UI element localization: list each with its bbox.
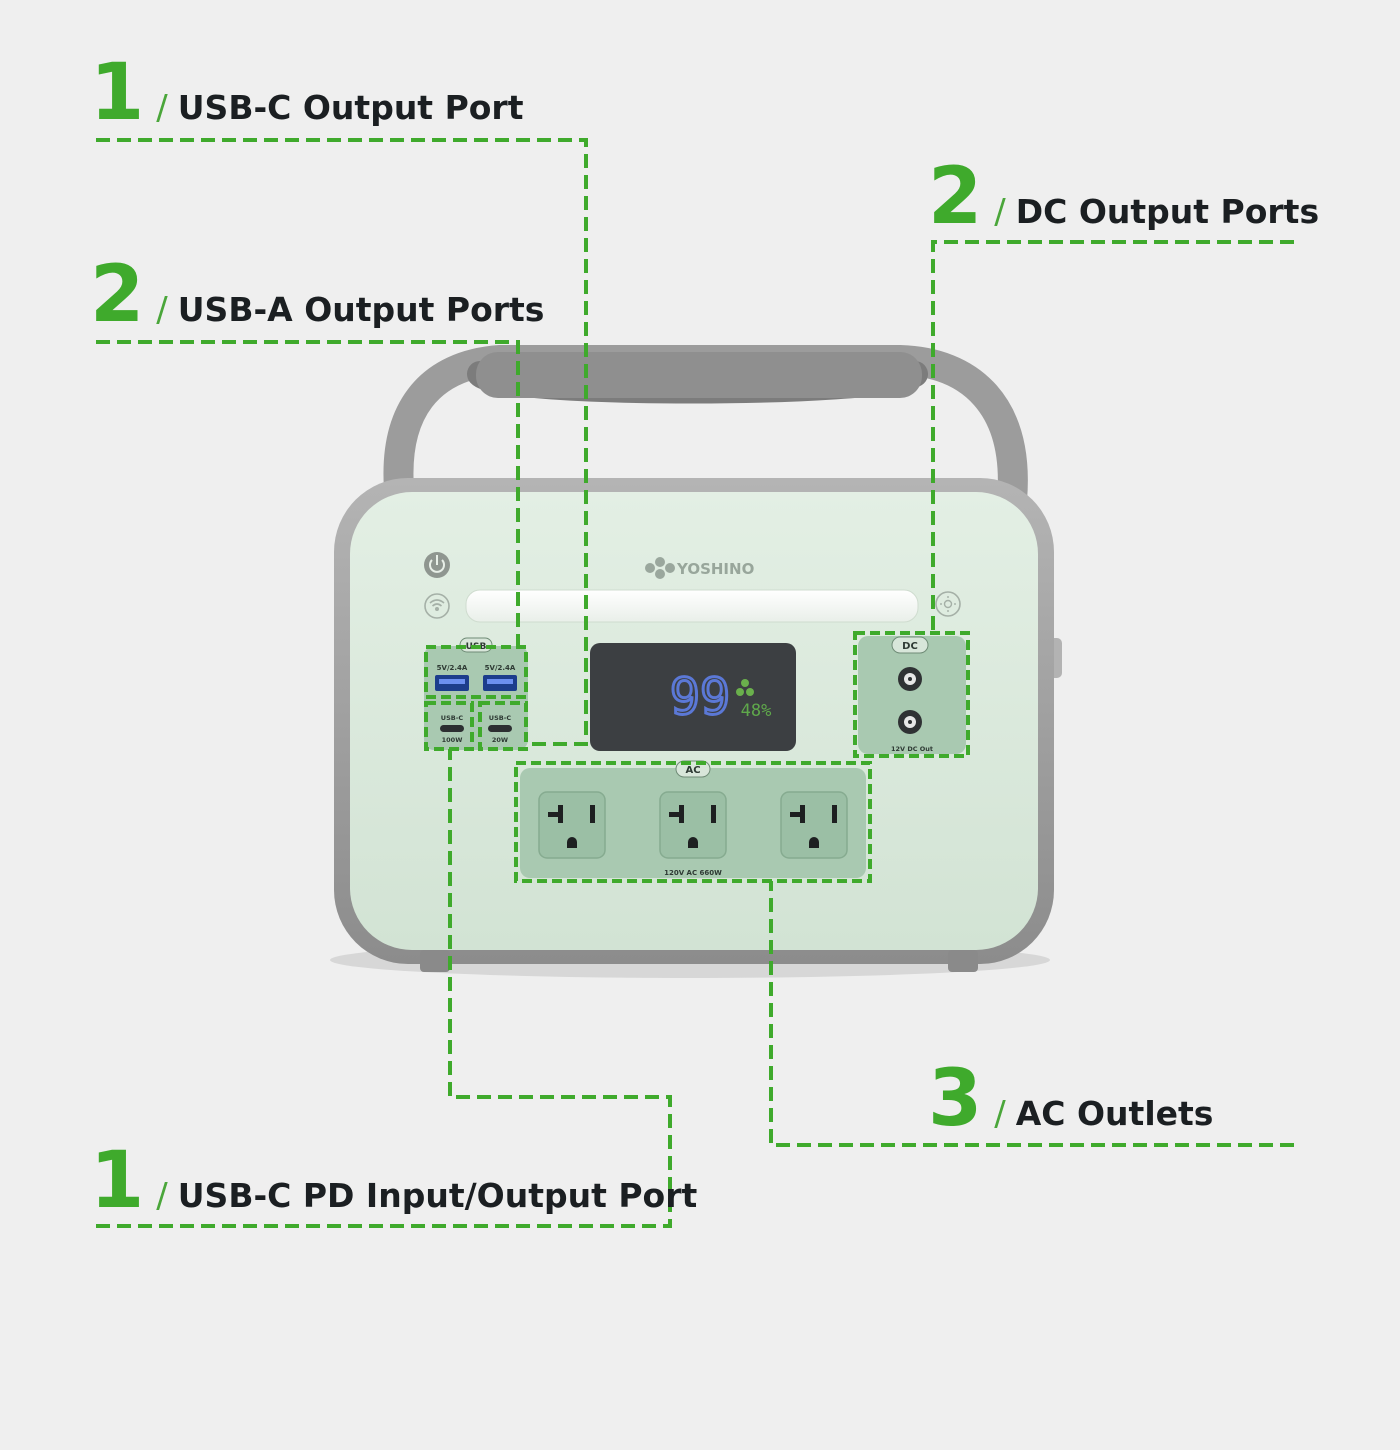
- callout-slash: /: [156, 1176, 168, 1216]
- callout-slash: /: [994, 1094, 1006, 1134]
- callout-usb-c-pd: 1 / USB-C PD Input/Output Port: [90, 1142, 697, 1220]
- highlight-usb-c: [478, 701, 528, 751]
- callout-label: DC Output Ports: [1015, 192, 1320, 231]
- callout-label: USB-C Output Port: [177, 88, 524, 127]
- display-value: 99: [670, 668, 730, 726]
- callout-usb-c: 1 / USB-C Output Port: [90, 54, 523, 132]
- wifi-icon: [429, 599, 445, 611]
- callout-count: 1: [90, 48, 145, 138]
- leader-ac: [769, 881, 1294, 1147]
- brand-name: YOSHINO: [676, 560, 754, 578]
- light-button[interactable]: [935, 591, 961, 617]
- highlight-usb-a: [424, 645, 528, 699]
- usb-c-left-name: USB-C: [441, 714, 464, 722]
- leader-dc: [931, 240, 1294, 633]
- usb-c-port-left[interactable]: [440, 725, 464, 732]
- callout-label: AC Outlets: [1015, 1094, 1214, 1133]
- power-icon: [429, 555, 445, 573]
- leader-usb-a: [96, 340, 520, 647]
- display-percent: 48%: [741, 701, 772, 721]
- light-bar: [465, 589, 919, 623]
- callout-count: 2: [90, 250, 145, 340]
- usb-c-right-watt: 20W: [492, 736, 508, 744]
- ac-outlet-1[interactable]: [538, 791, 606, 859]
- callout-slash: /: [994, 192, 1006, 232]
- leader-usb-c-pd: [96, 749, 672, 1228]
- usb-a-right-rating: 5V/2.4A: [485, 664, 516, 672]
- callout-slash: /: [156, 88, 168, 128]
- dc-panel: DC 12V DC Out: [858, 636, 966, 754]
- ac-panel-caption: 120V AC 660W: [664, 869, 722, 877]
- leader-usb-c: [96, 138, 588, 746]
- usb-c-right-name: USB-C: [489, 714, 512, 722]
- lcd-display: 99 48%: [590, 643, 796, 751]
- highlight-ac: [514, 761, 872, 883]
- brand-logo: YOSHINO: [645, 557, 754, 579]
- wifi-button[interactable]: [424, 593, 450, 619]
- callout-count: 2: [928, 152, 983, 242]
- dc-port-bottom[interactable]: [898, 710, 922, 734]
- usb-c-left-watt: 100W: [442, 736, 463, 744]
- callout-slash: /: [156, 290, 168, 330]
- callout-ac: 3 / AC Outlets: [928, 1060, 1213, 1138]
- usb-panel: USB 5V/2.4A 5V/2.4A USB-C 100W USB-C 20W: [424, 637, 528, 750]
- callout-usb-a: 2 / USB-A Output Ports: [90, 256, 544, 334]
- callout-count: 3: [928, 1054, 983, 1144]
- highlight-dc: [853, 631, 970, 758]
- callout-label: USB-A Output Ports: [177, 290, 545, 329]
- dc-panel-caption: 12V DC Out: [891, 745, 933, 753]
- ac-outlet-2[interactable]: [659, 791, 727, 859]
- light-icon: [940, 596, 956, 612]
- callout-count: 1: [90, 1136, 145, 1226]
- dc-panel-tag: DC: [902, 641, 918, 652]
- foot-left: [420, 950, 450, 972]
- ac-outlet-3[interactable]: [780, 791, 848, 859]
- callout-label: USB-C PD Input/Output Port: [177, 1176, 698, 1215]
- power-button[interactable]: [424, 552, 450, 578]
- callout-dc: 2 / DC Output Ports: [928, 158, 1319, 236]
- ac-panel-tag: AC: [685, 765, 700, 776]
- usb-c-port-right[interactable]: [488, 725, 512, 732]
- usb-a-left-rating: 5V/2.4A: [437, 664, 468, 672]
- carry-handle: [383, 345, 1028, 515]
- ac-panel: AC 120V AC 660W: [520, 760, 866, 878]
- foot-right: [948, 950, 978, 972]
- dc-port-top[interactable]: [898, 667, 922, 691]
